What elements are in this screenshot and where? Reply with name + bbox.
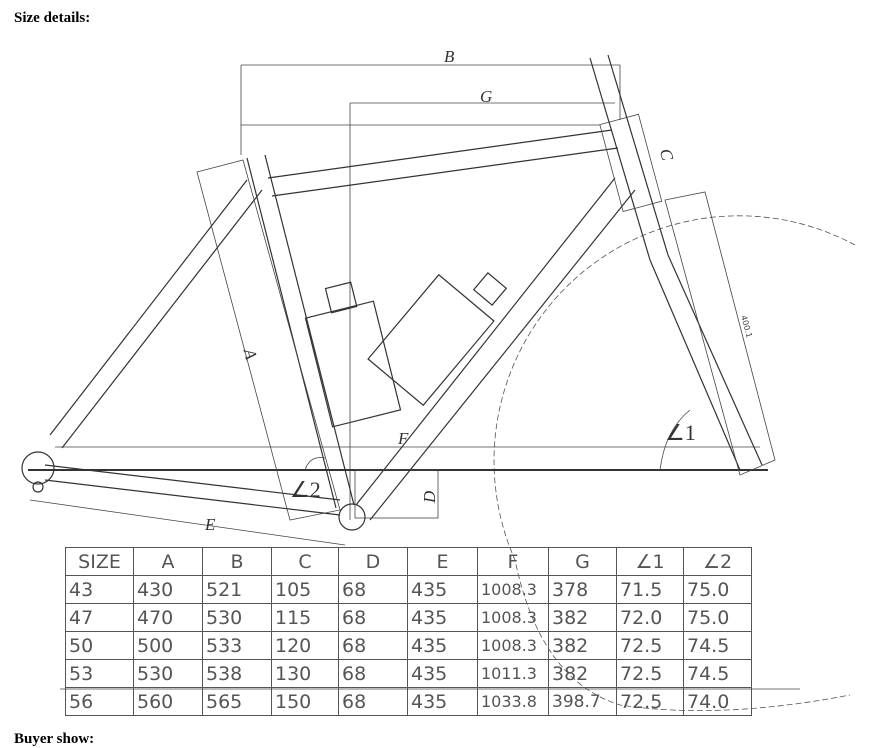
table-header-row: SIZE A B C D E F G ∠1 ∠2 — [65, 547, 752, 576]
table-cell: 1033.8 — [477, 687, 549, 716]
table-cell: 72.0 — [616, 603, 684, 632]
table-row: 50 500 533 120 68 435 1008.3 382 72.5 74… — [65, 631, 752, 660]
table-cell: 382 — [548, 603, 617, 632]
table-cell: 530 — [202, 603, 272, 632]
table-cell: 105 — [271, 575, 339, 604]
table-cell: 43 — [65, 575, 134, 604]
label-b: B — [444, 47, 455, 66]
table-row: 47 470 530 115 68 435 1008.3 382 72.0 75… — [65, 603, 752, 632]
table-cell: 435 — [407, 631, 478, 660]
table-header: D — [338, 547, 408, 576]
table-cell: 74.5 — [683, 659, 752, 688]
table-cell: 150 — [271, 687, 339, 716]
table-cell: 500 — [133, 631, 203, 660]
table-cell: 120 — [271, 631, 339, 660]
dimension-d — [354, 469, 439, 519]
table-cell: 68 — [338, 659, 408, 688]
table-cell: 435 — [407, 659, 478, 688]
table-cell: 382 — [548, 631, 617, 660]
table-cell: 74.0 — [683, 687, 752, 716]
table-header: E — [407, 547, 478, 576]
table-header: C — [271, 547, 339, 576]
table-cell: 72.5 — [616, 659, 684, 688]
table-cell: 68 — [338, 575, 408, 604]
label-angle-1: ∠1 — [665, 420, 696, 445]
label-angle-2: ∠2 — [290, 477, 321, 502]
seat-tube — [246, 154, 355, 509]
dimension-e — [29, 499, 346, 546]
seat-stay — [49, 179, 263, 449]
table-cell: 521 — [202, 575, 272, 604]
top-tube — [267, 129, 619, 197]
table-header: G — [548, 547, 617, 576]
table-cell: 378 — [548, 575, 617, 604]
table-cell: 435 — [407, 603, 478, 632]
section-heading-buyer-show: Buyer show: — [14, 731, 95, 747]
table-cell: 560 — [133, 687, 203, 716]
table-cell: 470 — [133, 603, 203, 632]
table-cell: 68 — [338, 687, 408, 716]
table-header: ∠2 — [683, 547, 752, 576]
table-header: SIZE — [65, 547, 134, 576]
table-cell: 435 — [407, 575, 478, 604]
table-cell: 538 — [202, 659, 272, 688]
table-cell: 72.5 — [616, 631, 684, 660]
table-cell: 115 — [271, 603, 339, 632]
label-a: A — [239, 346, 260, 363]
label-fork-length: 400.1 — [739, 314, 754, 338]
down-tube — [355, 177, 636, 521]
dimension-a — [196, 159, 341, 521]
angle-1-arc — [659, 409, 691, 471]
bottle-cage-1 — [304, 281, 402, 428]
table-header: F — [477, 547, 549, 576]
fork-outline — [664, 191, 776, 476]
table-cell: 56 — [65, 687, 134, 716]
bottle-cage-2 — [367, 272, 508, 407]
table-cell: 1011.3 — [477, 659, 549, 688]
label-e: E — [204, 515, 216, 534]
table-cell: 398.7 — [548, 687, 617, 716]
table-row: 53 530 538 130 68 435 1011.3 382 72.5 74… — [65, 659, 752, 688]
table-header: ∠1 — [616, 547, 684, 576]
table-cell: 530 — [133, 659, 203, 688]
table-cell: 53 — [65, 659, 134, 688]
label-f: F — [397, 429, 409, 448]
dimension-b — [240, 64, 621, 155]
table-cell: 382 — [548, 659, 617, 688]
table-cell: 130 — [271, 659, 339, 688]
table-cell: 50 — [65, 631, 134, 660]
table-cell: 533 — [202, 631, 272, 660]
table-row: 56 560 565 150 68 435 1033.8 398.7 72.5 … — [65, 687, 752, 716]
table-cell: 435 — [407, 687, 478, 716]
dimension-g — [241, 102, 615, 520]
table-cell: 1008.3 — [477, 603, 549, 632]
section-heading-size-details: Size details: — [14, 10, 91, 26]
table-cell: 1008.3 — [477, 631, 549, 660]
table-cell: 75.0 — [683, 603, 752, 632]
table-cell: 565 — [202, 687, 272, 716]
geometry-table: SIZE A B C D E F G ∠1 ∠2 43 430 521 105 … — [65, 547, 752, 716]
head-tube — [589, 54, 763, 471]
bottom-bracket — [338, 503, 366, 531]
table-cell: 74.5 — [683, 631, 752, 660]
table-cell: 68 — [338, 631, 408, 660]
label-d: D — [420, 490, 439, 504]
rear-dropout — [21, 451, 55, 485]
table-cell: 1008.3 — [477, 575, 549, 604]
label-c: C — [656, 147, 677, 164]
angle-2-arc — [304, 457, 326, 471]
table-row: 43 430 521 105 68 435 1008.3 378 71.5 75… — [65, 575, 752, 604]
table-cell: 72.5 — [616, 687, 684, 716]
table-header: B — [202, 547, 272, 576]
table-cell: 75.0 — [683, 575, 752, 604]
table-cell: 68 — [338, 603, 408, 632]
table-cell: 47 — [65, 603, 134, 632]
table-cell: 430 — [133, 575, 203, 604]
chain-stay — [44, 464, 341, 516]
label-g: G — [480, 87, 492, 106]
table-cell: 71.5 — [616, 575, 684, 604]
table-header: A — [133, 547, 203, 576]
